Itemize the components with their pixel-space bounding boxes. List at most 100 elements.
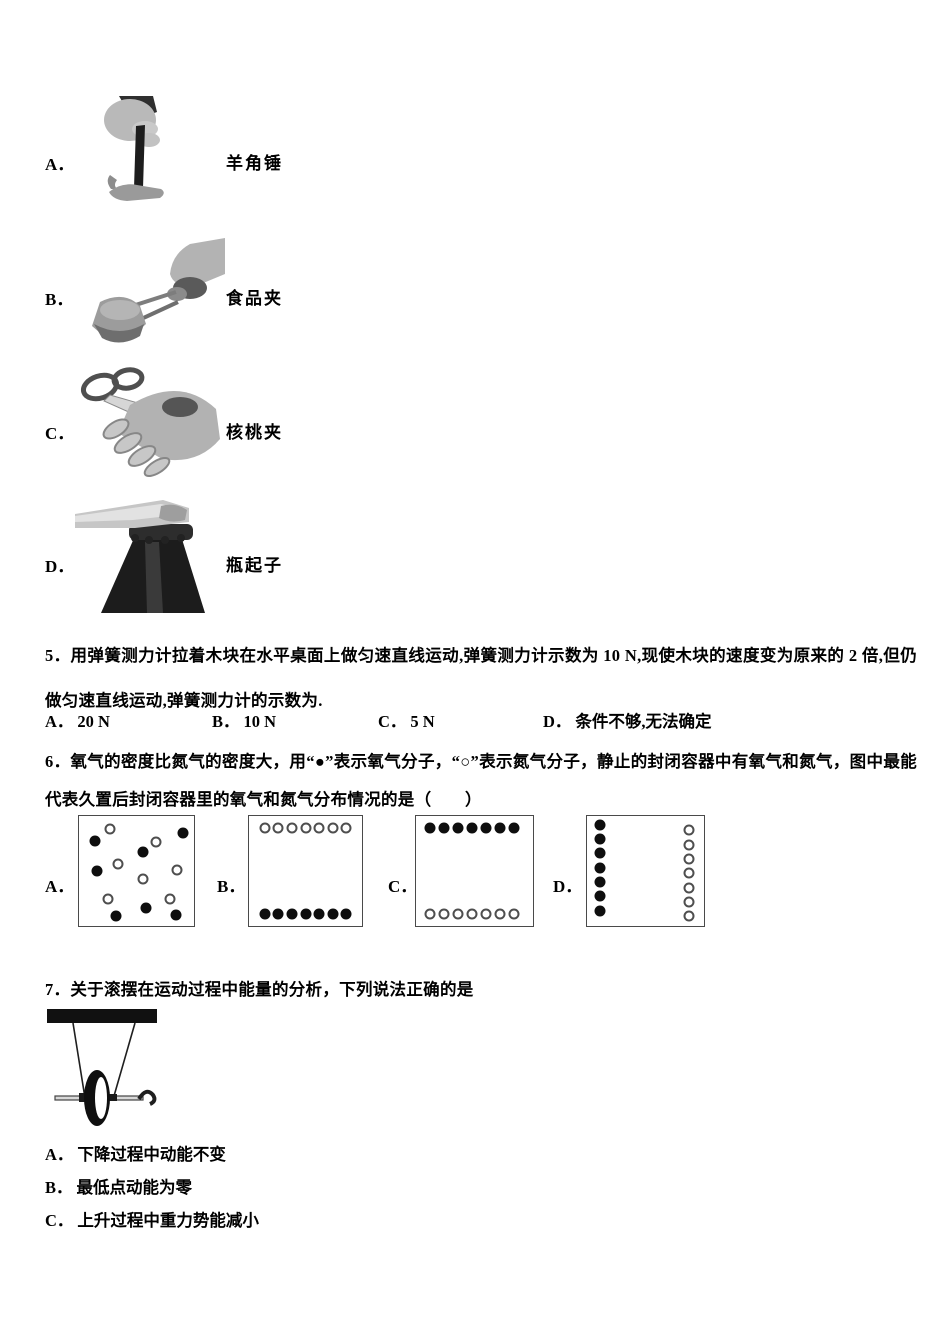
option-text: 20 N bbox=[77, 712, 110, 731]
oxygen-molecule-dot bbox=[480, 822, 492, 834]
nitrogen-molecule-dot bbox=[683, 839, 695, 851]
nitrogen-molecule-dot bbox=[259, 822, 271, 834]
tool-name-food-tongs: 食品夹 bbox=[226, 289, 283, 308]
oxygen-molecule-dot bbox=[286, 908, 298, 920]
claw-hammer-illustration bbox=[104, 96, 164, 201]
oxygen-molecule-dot bbox=[594, 905, 606, 917]
diagram-option-letter-b: B． bbox=[217, 877, 246, 896]
nitrogen-molecule-dot bbox=[480, 908, 492, 920]
nitrogen-molecule-dot bbox=[683, 867, 695, 879]
oxygen-molecule-dot bbox=[259, 908, 271, 920]
oxygen-molecule-dot bbox=[466, 822, 478, 834]
oxygen-molecule-dot bbox=[300, 908, 311, 920]
question5-option-d: D．条件不够,无法确定 bbox=[543, 708, 712, 732]
oxygen-molecule-dot bbox=[424, 822, 436, 834]
nitrogen-molecule-dot bbox=[438, 908, 450, 920]
option-text: 最低点动能为零 bbox=[76, 1178, 193, 1197]
diagram-option-letter-a: A． bbox=[45, 877, 75, 896]
oxygen-molecule-dot bbox=[594, 862, 606, 874]
oxygen-molecule-dot bbox=[110, 910, 122, 922]
oxygen-molecule-dot bbox=[594, 847, 606, 859]
option-letter: A． bbox=[45, 712, 74, 731]
oxygen-molecule-dot bbox=[313, 908, 325, 920]
claw-hammer-photo bbox=[97, 96, 173, 210]
tool-option-letter-a: A． bbox=[45, 155, 75, 174]
option-text: 5 N bbox=[410, 712, 435, 731]
option-letter: C． bbox=[378, 712, 407, 731]
food-tongs-illustration bbox=[92, 238, 225, 343]
nitrogen-molecule-dot bbox=[112, 858, 124, 870]
tool-name-claw-hammer: 羊角锤 bbox=[226, 154, 283, 173]
oxygen-molecule-dot bbox=[272, 908, 284, 920]
tool-option-letter-b: B． bbox=[45, 290, 74, 309]
nitrogen-molecule-dot bbox=[300, 822, 311, 834]
oxygen-molecule-dot bbox=[177, 827, 188, 838]
oxygen-molecule-dot bbox=[137, 846, 149, 858]
nitrogen-molecule-dot bbox=[508, 908, 520, 920]
oxygen-molecule-dot bbox=[594, 890, 606, 902]
tool-name-nutcracker: 核桃夹 bbox=[226, 423, 283, 442]
option-text: 下降过程中动能不变 bbox=[77, 1145, 226, 1164]
diagram-option-letter-d: D． bbox=[553, 877, 583, 896]
nitrogen-molecule-dot bbox=[171, 864, 183, 876]
nutcracker-illustration bbox=[80, 367, 220, 477]
nitrogen-molecule-dot bbox=[466, 908, 478, 920]
oxygen-molecule-dot bbox=[140, 902, 152, 914]
diagram-option-letter-c: C． bbox=[388, 877, 418, 896]
oxygen-molecule-dot bbox=[494, 822, 506, 834]
maxwell-wheel-illustration bbox=[47, 1009, 157, 1126]
oxygen-molecule-dot bbox=[170, 909, 182, 921]
maxwell-wheel-figure bbox=[45, 1003, 160, 1128]
particle-diagram-a bbox=[78, 815, 195, 927]
option-text: 条件不够,无法确定 bbox=[575, 712, 712, 731]
question6-stem: 6．氧气的密度比氮气的密度大，用“●”表示氧气分子，“○”表示氮气分子，静止的封… bbox=[45, 752, 917, 809]
nitrogen-molecule-dot bbox=[137, 873, 149, 885]
oxygen-molecule-dot bbox=[594, 833, 606, 845]
nitrogen-molecule-dot bbox=[327, 822, 339, 834]
question5-option-a: A．20 N bbox=[45, 708, 110, 732]
nitrogen-molecule-dot bbox=[150, 836, 162, 848]
particle-diagram-d bbox=[586, 815, 705, 927]
question5-option-c: C．5 N bbox=[378, 708, 435, 732]
question7-option-c: C．上升过程中重力势能减小 bbox=[45, 1207, 259, 1231]
nutcracker-photo bbox=[70, 367, 225, 478]
option-letter: B． bbox=[212, 712, 240, 731]
nitrogen-molecule-dot bbox=[683, 896, 695, 908]
nitrogen-molecule-dot bbox=[452, 908, 464, 920]
option-letter: B． bbox=[45, 1178, 73, 1197]
question7-stem: 7．关于滚摆在运动过程中能量的分析，下列说法正确的是 bbox=[45, 980, 474, 999]
nitrogen-molecule-dot bbox=[683, 910, 695, 922]
nitrogen-molecule-dot bbox=[272, 822, 284, 834]
option-letter: C． bbox=[45, 1211, 74, 1230]
tool-name-bottle-opener: 瓶起子 bbox=[226, 556, 283, 575]
tool-option-letter-d: D． bbox=[45, 557, 75, 576]
oxygen-molecule-dot bbox=[594, 876, 606, 888]
oxygen-molecule-dot bbox=[508, 822, 520, 834]
nitrogen-molecule-dot bbox=[494, 908, 506, 920]
nitrogen-molecule-dot bbox=[102, 893, 114, 904]
question5-option-b: B．10 N bbox=[212, 708, 276, 732]
oxygen-molecule-dot bbox=[438, 822, 450, 834]
question7-option-a: A．下降过程中动能不变 bbox=[45, 1141, 226, 1165]
question7-option-b: B．最低点动能为零 bbox=[45, 1174, 192, 1198]
option-text: 10 N bbox=[243, 712, 277, 731]
option-letter: D． bbox=[543, 712, 572, 731]
nitrogen-molecule-dot bbox=[424, 908, 436, 920]
particle-diagram-b bbox=[248, 815, 363, 927]
nitrogen-molecule-dot bbox=[683, 853, 695, 865]
nitrogen-molecule-dot bbox=[313, 822, 325, 834]
food-tongs-photo bbox=[78, 236, 225, 346]
option-letter: A． bbox=[45, 1145, 74, 1164]
nitrogen-molecule-dot bbox=[286, 822, 298, 834]
oxygen-molecule-dot bbox=[340, 908, 352, 920]
oxygen-molecule-dot bbox=[594, 819, 606, 831]
option-text: 上升过程中重力势能减小 bbox=[77, 1211, 259, 1230]
question5-stem: 5．用弹簧测力计拉着木块在水平桌面上做匀速直线运动,弹簧测力计示数为 10 N,… bbox=[45, 646, 917, 710]
nitrogen-molecule-dot bbox=[104, 823, 116, 835]
nitrogen-molecule-dot bbox=[683, 824, 695, 836]
nitrogen-molecule-dot bbox=[340, 822, 352, 834]
oxygen-molecule-dot bbox=[327, 908, 339, 920]
oxygen-molecule-dot bbox=[452, 822, 464, 834]
tool-option-letter-c: C． bbox=[45, 424, 75, 443]
particle-diagram-c bbox=[415, 815, 534, 927]
